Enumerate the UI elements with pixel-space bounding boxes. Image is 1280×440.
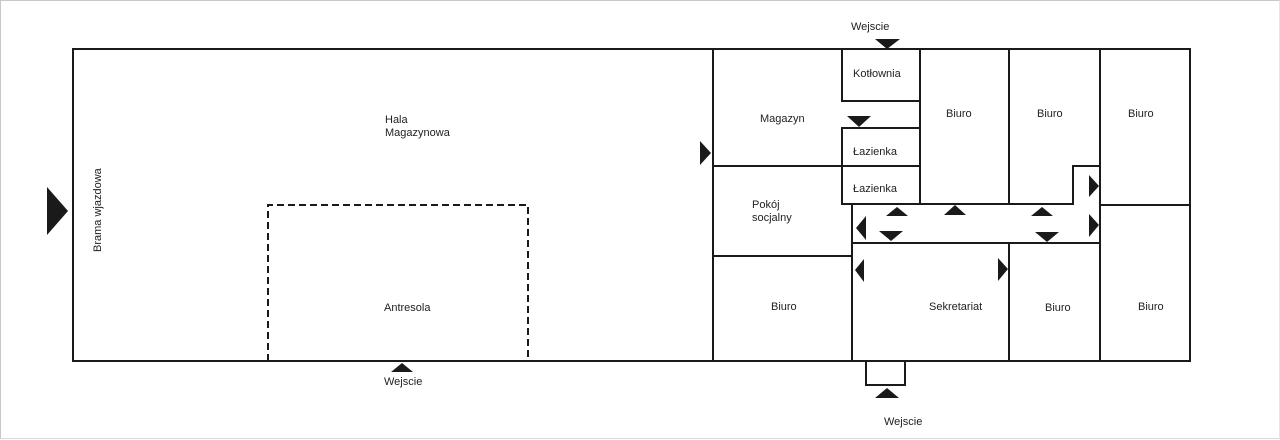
entrance-label-top: Wejscie [851, 21, 889, 33]
room-label-lazienka: Łazienka [853, 183, 898, 195]
room-label-brama: Brama wjazdowa [92, 167, 104, 252]
room-label-pokoj-socjalny: Pokój [752, 199, 780, 211]
door-arrow-icon [879, 231, 903, 241]
entrance-label-hall: Wejscie [384, 376, 422, 388]
room-label-biuro: Biuro [1037, 108, 1063, 120]
door-arrow-icon [856, 216, 866, 240]
wall-biuro-2-notch [1072, 165, 1101, 205]
room-label-kotlownia: Kotłownia [853, 68, 902, 80]
door-arrow-icon [855, 259, 864, 282]
room-label-sekretariat: Sekretariat [929, 301, 982, 313]
vestibule [865, 360, 906, 386]
door-arrow-icon [1035, 232, 1059, 242]
door-arrow-icon [998, 258, 1008, 281]
door-arrow-icon [1031, 207, 1053, 216]
door-arrow-icon [700, 141, 711, 165]
antresola-outline [267, 204, 529, 361]
room-label-magazyn: Magazyn [760, 113, 805, 125]
gate-arrow-icon [47, 187, 68, 235]
door-arrow-icon [944, 205, 966, 215]
entrance-arrow-icon [875, 388, 899, 398]
door-arrow-icon [1089, 214, 1099, 237]
entrance-arrow-icon [875, 39, 900, 49]
room-label-biuro: Biuro [1128, 108, 1154, 120]
room-label-biuro: Biuro [946, 108, 972, 120]
wall-kotlownia [841, 48, 921, 102]
entrance-arrow-icon [391, 363, 413, 372]
room-label-biuro: Biuro [771, 301, 797, 313]
door-arrow-icon [847, 116, 871, 127]
room-label-hala: Hala [385, 114, 409, 126]
room-label-lazienka: Łazienka [853, 146, 898, 158]
door-arrow-icon [1089, 175, 1099, 197]
door-arrow-icon [886, 207, 908, 216]
room-label-antresola: Antresola [384, 302, 431, 314]
room-label-biuro: Biuro [1045, 302, 1071, 314]
room-label-pokoj-socjalny: socjalny [752, 212, 792, 224]
room-label-hala: Magazynowa [385, 127, 451, 139]
room-label-biuro: Biuro [1138, 301, 1164, 313]
entrance-label-office: Wejscie [884, 416, 922, 428]
